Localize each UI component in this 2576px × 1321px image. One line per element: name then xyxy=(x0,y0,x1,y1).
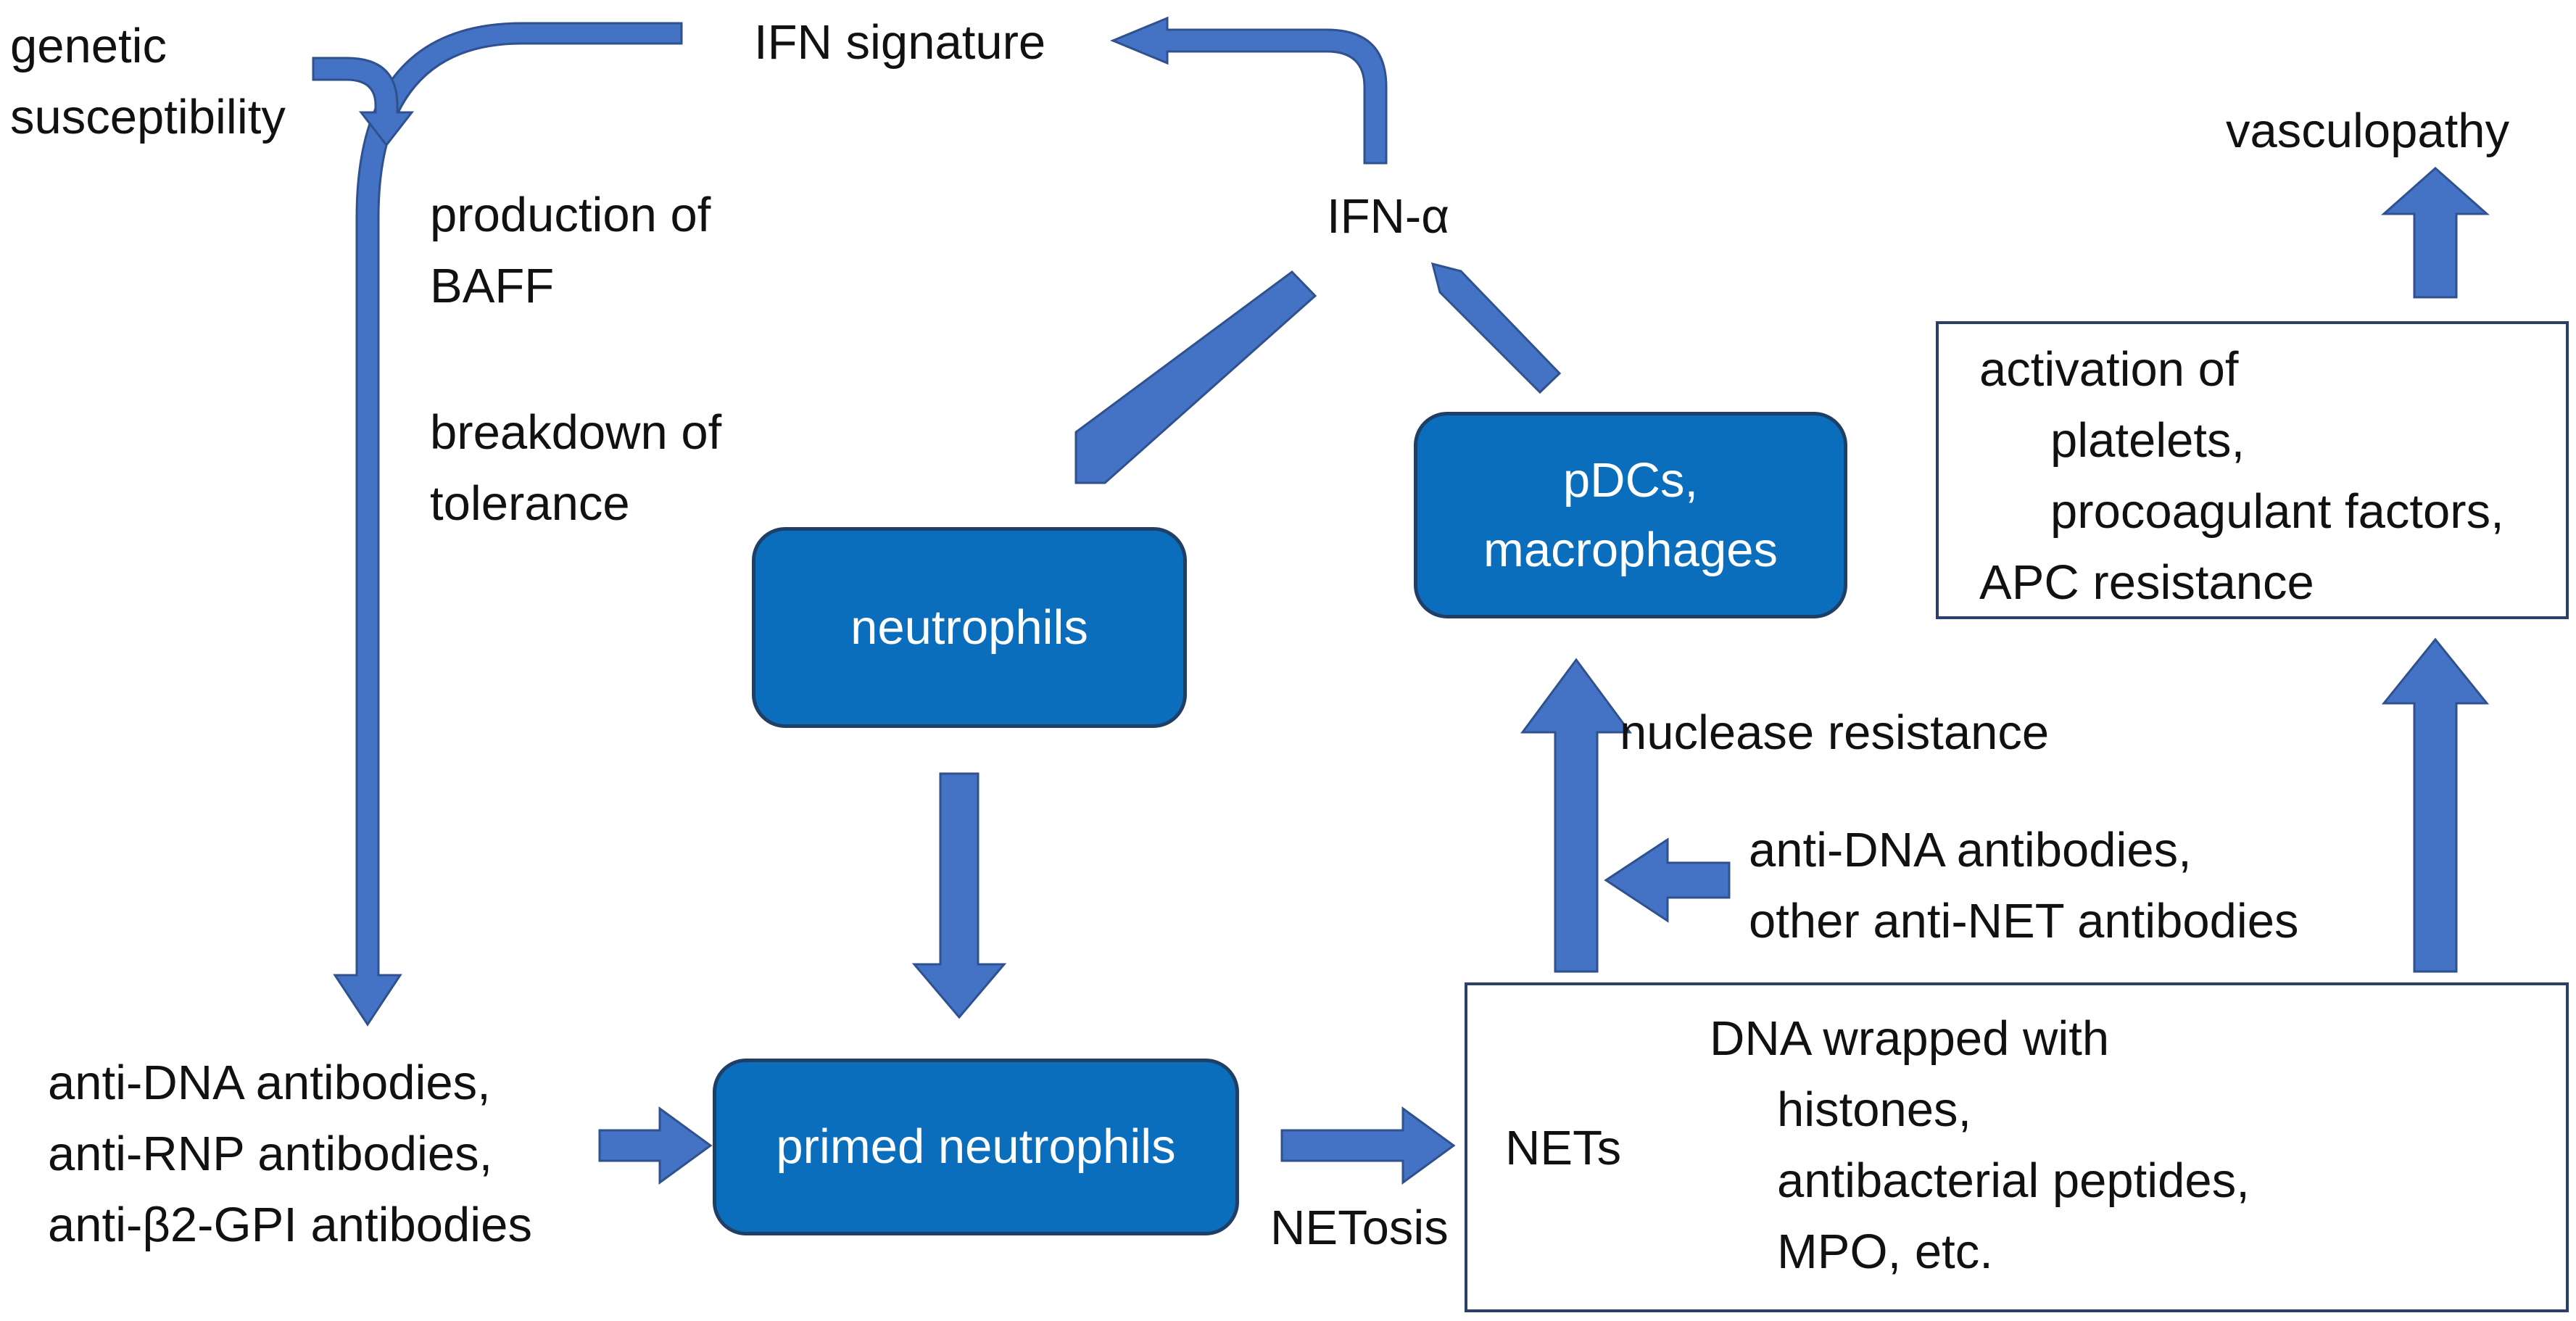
arrow-ifn-signature-to-antibodies xyxy=(333,22,683,1027)
antibodies-left-line-3: anti-β2-GPI antibodies xyxy=(48,1198,532,1252)
anti-net-line-1: anti-DNA antibodies, xyxy=(1749,823,2192,877)
primed-neutrophils-node-label: primed neutrophils xyxy=(776,1119,1176,1174)
vasculopathy-label: vasculopathy xyxy=(2226,104,2510,158)
nets-item-1: DNA wrapped with xyxy=(1710,1011,2110,1066)
arrow-neutrophils-to-primed xyxy=(911,772,1007,1019)
arrow-activation-to-vasculopathy xyxy=(2381,166,2490,299)
activation-line-3: procoagulant factors, xyxy=(2050,484,2504,539)
netosis-label: NETosis xyxy=(1270,1201,1449,1255)
nets-item-2: histones, xyxy=(1777,1082,1972,1137)
pdcs-node-line-1: pDCs, xyxy=(1562,452,1699,508)
genetic-susceptibility-label: genetic susceptibility xyxy=(10,11,286,153)
antibodies-left-label: anti-DNA antibodies, anti-RNP antibodies… xyxy=(48,1048,532,1261)
antibodies-left-line-1: anti-DNA antibodies, xyxy=(48,1056,491,1110)
neutrophils-node-label: neutrophils xyxy=(850,600,1088,655)
arrow-nets-to-pdcs xyxy=(1520,658,1632,973)
arrow-genetic-susceptibility xyxy=(312,57,415,147)
genetic-line-2: susceptibility xyxy=(10,90,286,144)
pdcs-node-line-2: macrophages xyxy=(1483,522,1778,577)
tolerance-line-2: tolerance xyxy=(430,476,630,531)
baff-line-1: production of xyxy=(430,188,711,242)
nets-item-3: antibacterial peptides, xyxy=(1777,1154,2250,1208)
arrow-antibodies-to-primed xyxy=(598,1106,713,1185)
tolerance-label: breakdown of tolerance xyxy=(430,397,721,539)
anti-net-antibodies-label: anti-DNA antibodies, other anti-NET anti… xyxy=(1749,815,2299,957)
nets-item-4: MPO, etc. xyxy=(1777,1225,1993,1279)
arrow-nets-to-activation xyxy=(2381,637,2490,973)
neutrophils-node: neutrophils xyxy=(752,527,1187,728)
arrow-ifn-alpha-to-neutrophils xyxy=(1074,270,1317,484)
activation-panel: activation of platelets, procoagulant fa… xyxy=(1936,321,2569,619)
nuclease-resistance-label: nuclease resistance xyxy=(1620,705,2050,760)
arrow-anti-net-antibodies xyxy=(1604,837,1731,923)
baff-label: production of BAFF xyxy=(430,180,711,322)
baff-line-2: BAFF xyxy=(430,259,555,313)
nets-panel xyxy=(1465,982,2569,1312)
activation-line-1: activation of xyxy=(1979,342,2239,397)
genetic-line-1: genetic xyxy=(10,19,167,73)
anti-net-line-2: other anti-NET antibodies xyxy=(1749,894,2299,948)
arrow-primed-to-nets xyxy=(1280,1106,1456,1185)
primed-neutrophils-node: primed neutrophils xyxy=(713,1059,1239,1235)
ifn-alpha-label: IFN-α xyxy=(1327,189,1449,244)
nets-label: NETs xyxy=(1505,1121,1622,1175)
ifn-signature-label: IFN signature xyxy=(754,15,1046,70)
activation-line-2: platelets, xyxy=(2050,413,2245,468)
arrow-pdcs-to-ifn-alpha xyxy=(1430,262,1562,394)
pdcs-macrophages-node: pDCs, macrophages xyxy=(1414,412,1847,618)
activation-line-4: APC resistance xyxy=(1979,555,2314,610)
antibodies-left-line-2: anti-RNP antibodies, xyxy=(48,1127,493,1181)
arrow-ifn-alpha-to-ifn-signature xyxy=(1110,16,1388,165)
tolerance-line-1: breakdown of xyxy=(430,405,722,460)
